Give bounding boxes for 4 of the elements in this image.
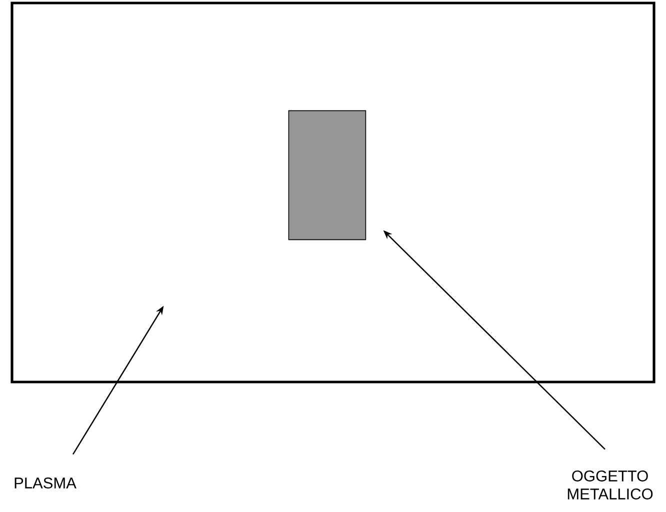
rectangle-frame	[10, 2, 656, 384]
leader-label: PLASMA	[14, 478, 76, 488]
metal-block	[288, 110, 366, 240]
leader-label: OGGETTO METALLICO	[568, 470, 653, 500]
